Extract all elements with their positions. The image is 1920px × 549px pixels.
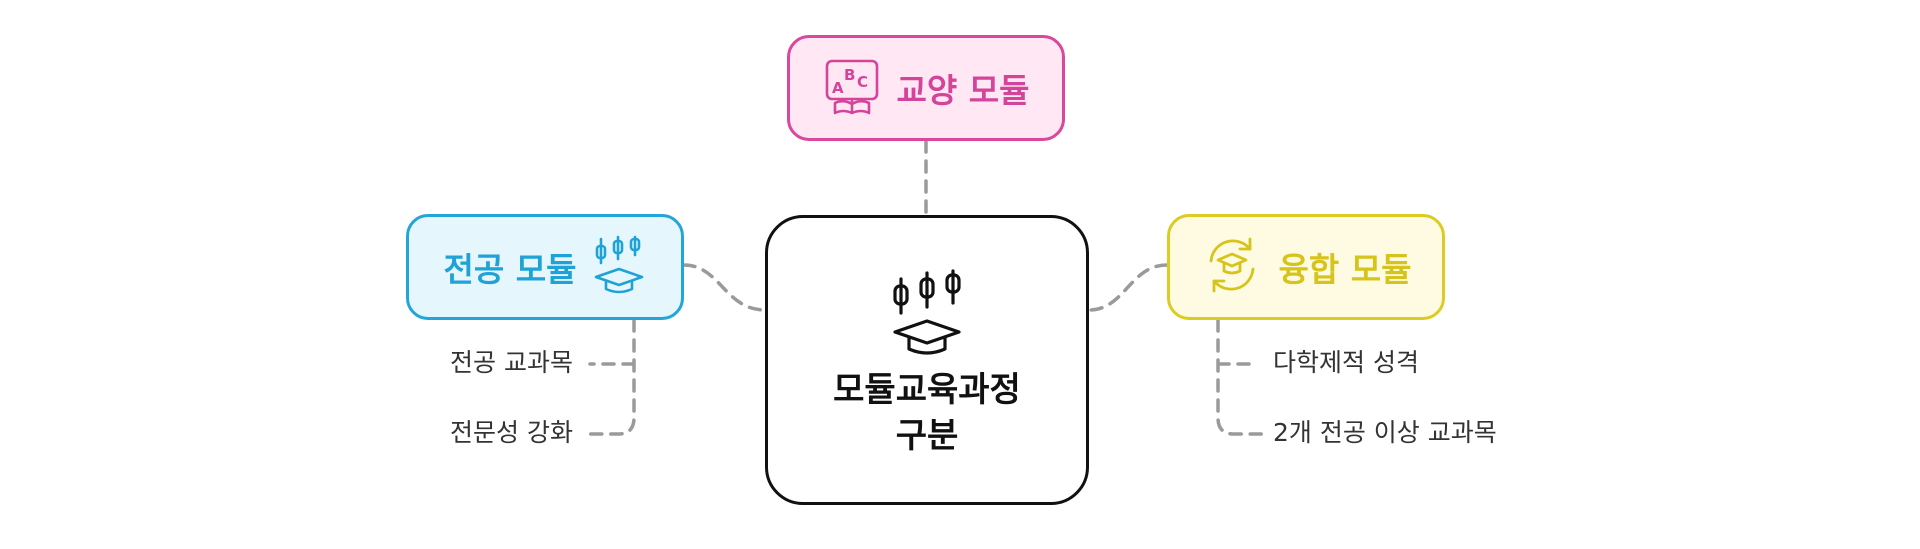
svg-text:C: C xyxy=(857,73,868,91)
major-item-2: 전문성 강화 xyxy=(450,418,573,447)
general-module-label: 교양 모듈 xyxy=(896,71,1030,110)
center-title-line2: 구분 xyxy=(895,416,959,456)
convergence-module-box[interactable]: 융합 모듈 xyxy=(1167,214,1445,320)
general-module-box[interactable]: A B C 교양 모듈 xyxy=(787,35,1065,141)
connector-convergence-items xyxy=(1216,318,1264,436)
graduation-cap-candlestick-icon xyxy=(887,269,967,365)
convergence-module-label: 융합 모듈 xyxy=(1278,250,1412,289)
connector-major-items xyxy=(588,318,636,436)
major-module-label: 전공 모듈 xyxy=(443,250,577,289)
connector-left xyxy=(682,263,767,312)
center-node[interactable]: 모듈교육과정 구분 xyxy=(765,215,1089,505)
cycle-graduation-cap-icon xyxy=(1201,234,1263,300)
convergence-item-1: 다학제적 성격 xyxy=(1273,348,1419,377)
convergence-item-2: 2개 전공 이상 교과목 xyxy=(1273,418,1497,447)
connector-right xyxy=(1087,263,1169,312)
svg-text:A: A xyxy=(832,79,844,97)
major-item-1: 전공 교과목 xyxy=(450,348,573,377)
svg-text:B: B xyxy=(844,66,855,84)
center-title-line1: 모듈교육과정 xyxy=(833,370,1021,410)
graduation-cap-candlestick-icon xyxy=(592,235,646,299)
abc-book-icon: A B C xyxy=(823,57,881,119)
major-module-box[interactable]: 전공 모듈 xyxy=(406,214,684,320)
